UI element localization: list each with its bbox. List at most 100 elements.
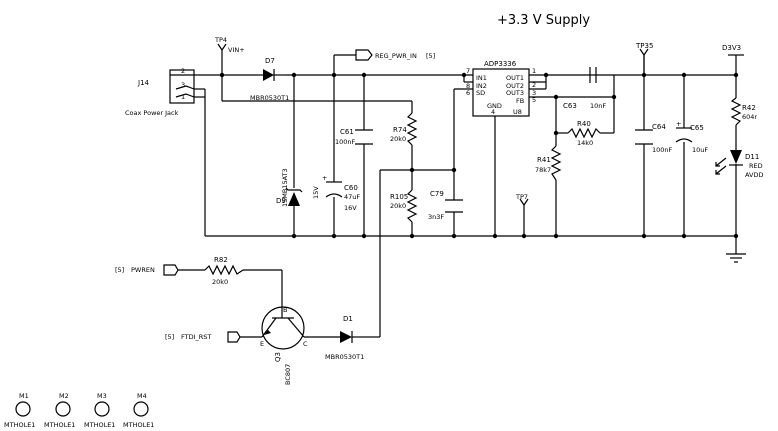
- u8-pin-4: 4: [491, 108, 495, 116]
- d11-ref: D11: [745, 153, 759, 161]
- capacitor-c63: C63 10nF: [563, 67, 606, 110]
- capacitor-c64: C64 100nF: [635, 123, 673, 154]
- ground-symbol: [726, 253, 746, 263]
- resistor-r74: R74 20k0: [390, 112, 418, 146]
- tp35-ref: TP35: [635, 42, 653, 50]
- tp7-ref: TP7: [515, 193, 528, 201]
- j14-pin-1: 1: [181, 93, 185, 101]
- r74-value: 20k0: [390, 135, 406, 143]
- j14-pin-2: 2: [181, 67, 185, 75]
- c65-value: 10uF: [692, 146, 708, 154]
- test-point-tp35: TP35: [635, 42, 653, 75]
- capacitor-c61: C61 100nF: [335, 128, 373, 146]
- c60-value: 47uF: [344, 193, 360, 201]
- resistor-r41: R41 78k7: [535, 145, 562, 181]
- led-d11: D11 RED AVDD: [715, 150, 764, 179]
- u8-pin-out1: OUT1: [506, 74, 524, 82]
- transistor-q3: B E C Q3 BC807: [260, 305, 308, 385]
- r82-value: 20k0: [212, 278, 228, 286]
- m4-part: MTHOLE1: [123, 421, 154, 429]
- r41-ref: R41: [537, 156, 551, 164]
- wires: [178, 50, 737, 338]
- ftdi-rst-port: [5] FTDI_RST: [165, 331, 241, 343]
- u8-pin-8: 8: [466, 82, 470, 90]
- q3-pin-c: C: [303, 340, 308, 348]
- m4-ref: M4: [137, 392, 147, 400]
- j14-pin-3: 3: [181, 81, 185, 89]
- c60-rating: 16V: [344, 204, 357, 212]
- capacitor-c79: C79 3n3F: [428, 190, 463, 221]
- regulator-u8: ADP3336 U8 7 IN1 8 IN2 6 SD 1 OUT1 2 OUT…: [466, 60, 536, 117]
- u8-pin-1: 1: [532, 67, 536, 75]
- d1-ref: D1: [343, 315, 353, 323]
- d7-part: MBR0530T1: [250, 94, 289, 102]
- c63-ref: C63: [563, 102, 577, 110]
- reg-pwr-in-label: REG_PWR_IN: [375, 52, 417, 60]
- q3-ref: Q3: [274, 352, 282, 362]
- svg-text:+: +: [322, 174, 327, 182]
- d3v3-rail: D3V3: [722, 44, 744, 56]
- u8-pin-gnd: GND: [487, 102, 502, 110]
- m2-part: MTHOLE1: [44, 421, 75, 429]
- m2-ref: M2: [59, 392, 69, 400]
- c61-ref: C61: [340, 128, 354, 136]
- r42-value: 604r: [742, 113, 757, 121]
- ftdi-rst-sheet: [5]: [165, 333, 174, 341]
- u8-pin-fb: FB: [516, 97, 524, 105]
- r40-ref: R40: [577, 120, 591, 128]
- mounting-hole-m3: M3 MTHOLE1: [84, 392, 115, 429]
- m1-ref: M1: [19, 392, 29, 400]
- sheet-title: +3.3 V Supply: [497, 13, 590, 28]
- ftdi-rst-label: FTDI_RST: [181, 333, 211, 341]
- mounting-hole-m2: M2 MTHOLE1: [44, 392, 75, 429]
- r82-ref: R82: [214, 256, 228, 264]
- c79-value: 3n3F: [428, 213, 444, 221]
- resistor-r42: R42 604r: [730, 97, 757, 126]
- tp4-ref: TP4: [214, 36, 227, 44]
- resistor-r82: R82 20k0: [204, 256, 244, 286]
- d1-part: MBR0530T1: [325, 353, 364, 361]
- r42-ref: R42: [742, 104, 756, 112]
- test-point-tp4: TP4 VIN+: [214, 36, 245, 54]
- q3-pin-e: E: [260, 340, 264, 348]
- q3-pin-b: B: [283, 306, 287, 314]
- d9-rating: 15V: [312, 186, 320, 199]
- power-jack-j14: J14 Coax Power Jack 2 3 1: [125, 67, 195, 117]
- diode-d1: D1 MBR0530T1: [325, 315, 364, 361]
- junction-dots: [219, 72, 739, 239]
- d11-color: RED: [749, 162, 763, 170]
- m3-ref: M3: [97, 392, 107, 400]
- capacitor-c65: + C65 10uF: [675, 120, 708, 154]
- m1-part: MTHOLE1: [4, 421, 35, 429]
- u8-pin-in2: IN2: [476, 82, 487, 90]
- resistor-r105: R105 20k0: [390, 189, 418, 223]
- d11-net: AVDD: [745, 171, 764, 179]
- r74-ref: R74: [393, 126, 407, 134]
- reg-pwr-in-sheet: [5]: [426, 52, 435, 60]
- r40-value: 14k0: [577, 139, 593, 147]
- tp4-net: VIN+: [228, 46, 245, 54]
- mounting-hole-m1: M1 MTHOLE1: [4, 392, 35, 429]
- c63-value: 10nF: [590, 102, 606, 110]
- u8-pin-3: 3: [532, 89, 536, 97]
- u8-ref: U8: [513, 108, 522, 116]
- d7-ref: D7: [265, 57, 275, 65]
- u8-part: ADP3336: [484, 60, 517, 68]
- u8-pin-sd: SD: [476, 89, 485, 97]
- c65-ref: C65: [690, 124, 704, 132]
- j14-ref: J14: [137, 79, 150, 87]
- u8-pin-in1: IN1: [476, 74, 487, 82]
- j14-desc: Coax Power Jack: [125, 109, 179, 117]
- c64-ref: C64: [652, 123, 666, 131]
- c60-ref: C60: [344, 184, 358, 192]
- r41-value: 78k7: [535, 166, 551, 174]
- u8-pin-5: 5: [532, 96, 536, 104]
- u8-pin-7: 7: [466, 67, 470, 75]
- svg-text:+: +: [676, 120, 681, 128]
- c79-ref: C79: [430, 190, 444, 198]
- pwren-sheet: [5]: [115, 266, 124, 274]
- pwren-label: PWREN: [131, 266, 155, 274]
- c64-value: 100nF: [652, 146, 673, 154]
- c61-value: 100nF: [335, 138, 356, 146]
- tvs-diode-d9: D9 1SMB15AT3 15V: [276, 168, 320, 207]
